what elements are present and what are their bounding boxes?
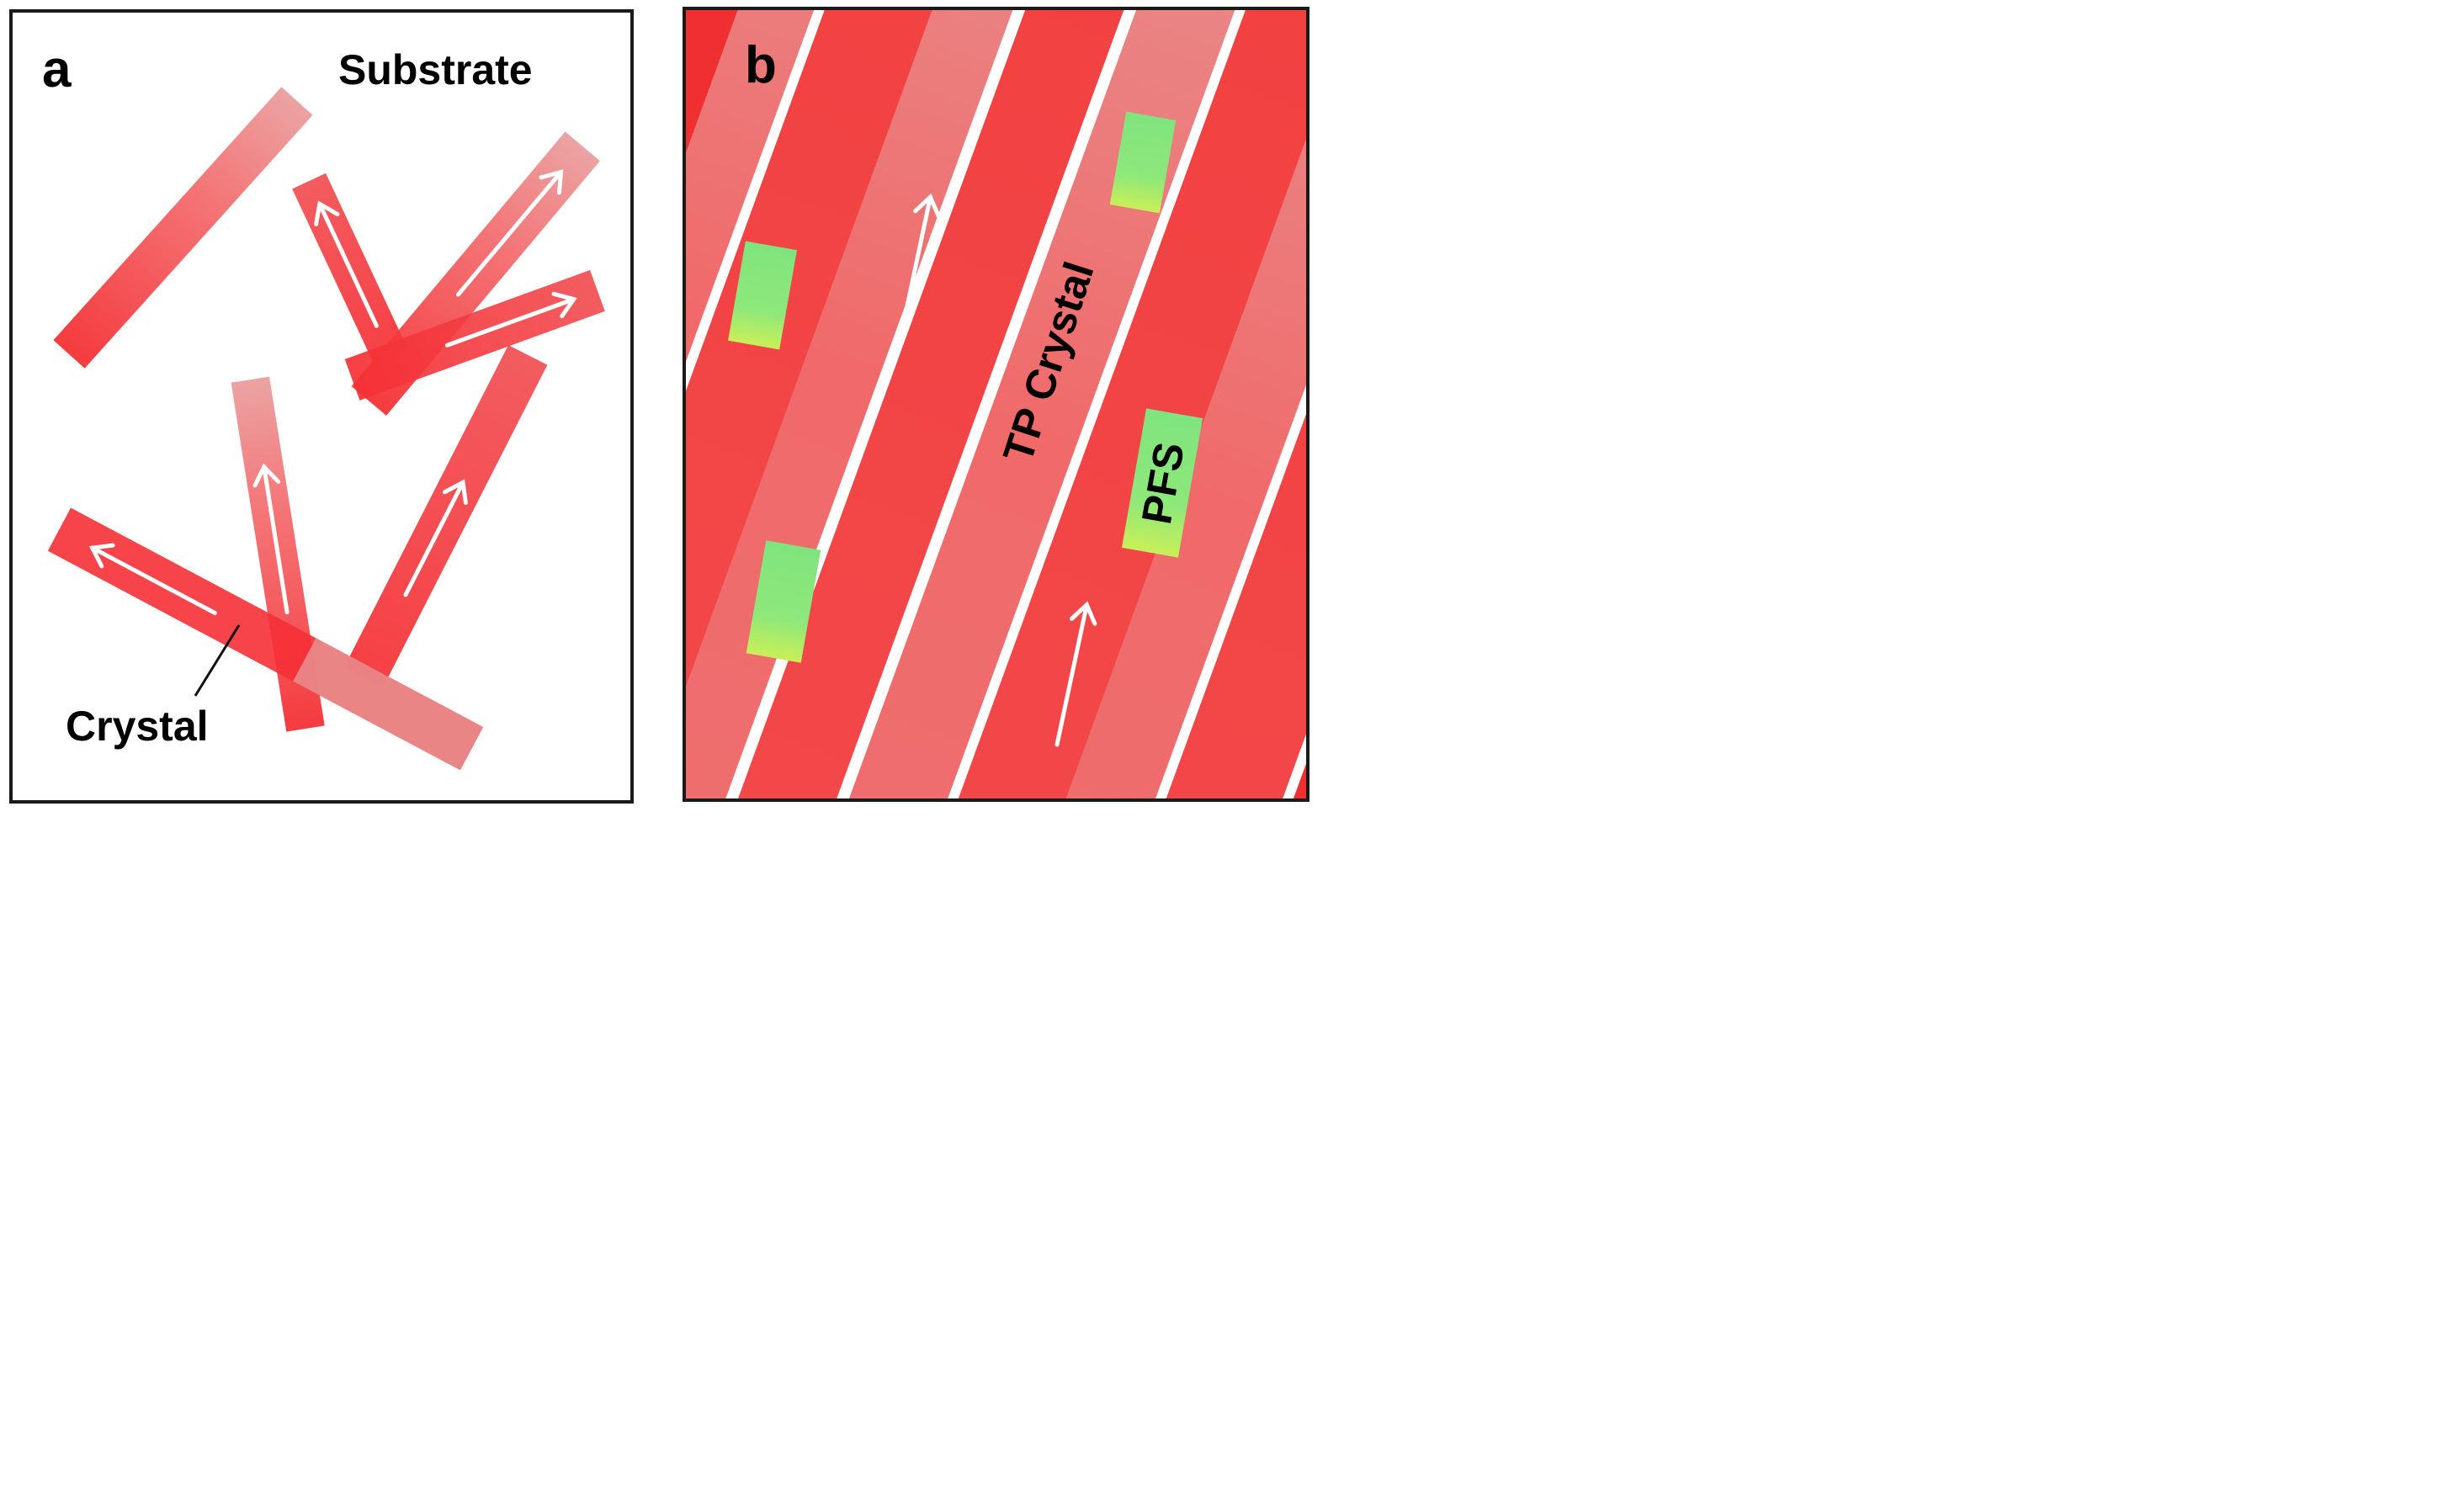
arrow-icon	[455, 169, 564, 297]
arrow-icon	[252, 463, 290, 615]
panel-b-letter: b	[745, 36, 777, 94]
arrow-icon	[444, 291, 577, 347]
crystal-rod	[292, 172, 408, 364]
pfs-block	[1109, 111, 1177, 214]
panel-a: a Substrate Crystal	[9, 9, 634, 804]
pfs-block	[746, 540, 821, 663]
arrow-icon	[895, 193, 941, 356]
crystal-rod	[53, 87, 313, 369]
arrow-icon	[314, 200, 379, 328]
substrate-label: Substrate	[338, 46, 533, 93]
arrow-icon	[1055, 601, 1097, 747]
panel-a-letter: a	[42, 40, 72, 98]
crystal-rod	[343, 345, 548, 687]
figure: a Substrate Crystal	[9, 7, 1309, 804]
arrow-icon	[88, 543, 217, 616]
crystal-rod	[47, 507, 484, 771]
pfs-block: PFS	[1121, 408, 1203, 558]
molecule-stack	[104, 154, 257, 320]
crystal-pointer-line	[194, 624, 241, 697]
molecule-stack	[884, 427, 963, 617]
arrow-icon	[403, 479, 468, 597]
crystal-label: Crystal	[66, 703, 209, 750]
pfs-block	[728, 241, 797, 350]
panel-b-frame	[683, 7, 1309, 802]
panel-b: PFS TP Crysta	[683, 7, 1309, 802]
crystal-rod	[344, 269, 605, 401]
